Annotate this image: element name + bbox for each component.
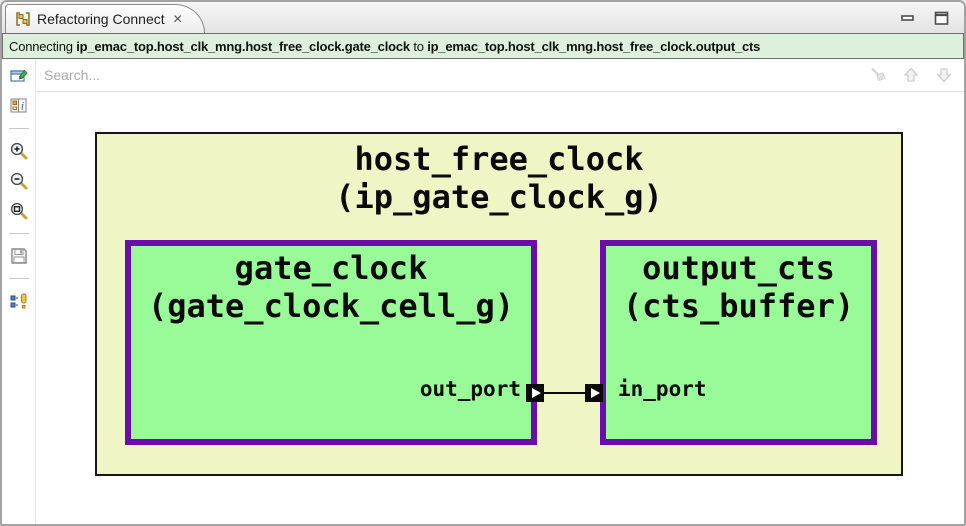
- source-path: ip_emac_top.host_clk_mng.host_free_clock…: [76, 38, 410, 54]
- target-cell-box[interactable]: output_cts (cts_buffer) in_port: [600, 240, 877, 445]
- port-arrow-icon: [531, 388, 541, 398]
- save-icon[interactable]: [7, 244, 31, 268]
- zoom-fit-icon[interactable]: [7, 199, 31, 223]
- close-icon[interactable]: ✕: [172, 12, 183, 26]
- clear-search-icon[interactable]: [865, 63, 891, 87]
- source-cell-box[interactable]: gate_clock (gate_clock_cell_g) out_port: [125, 240, 537, 445]
- minimize-icon[interactable]: [900, 10, 916, 26]
- search-input[interactable]: [36, 67, 865, 83]
- tab-refactoring-connect[interactable]: Refactoring Connect ✕: [5, 4, 205, 33]
- toolbar-separator: [8, 278, 29, 279]
- zoom-out-icon[interactable]: [7, 169, 31, 193]
- out-port-marker[interactable]: [526, 384, 544, 402]
- source-cell-title: gate_clock (gate_clock_cell_g): [131, 249, 531, 325]
- maximize-icon[interactable]: [934, 10, 950, 26]
- new-diagram-icon[interactable]: [7, 64, 31, 88]
- target-path: ip_emac_top.host_clk_mng.host_free_clock…: [427, 38, 761, 54]
- show-connections-icon[interactable]: [7, 289, 31, 313]
- diagram-toolbar: i: [2, 59, 36, 524]
- search-bar: [36, 59, 964, 92]
- target-module-type: (cts_buffer): [622, 287, 855, 325]
- tab-label: Refactoring Connect: [37, 11, 165, 27]
- arrow-down-icon[interactable]: [931, 63, 957, 87]
- in-port-marker[interactable]: [585, 384, 603, 402]
- connection-status-bar: Connecting ip_emac_top.host_clk_mng.host…: [2, 33, 964, 59]
- toolbar-separator: [8, 233, 29, 234]
- port-arrow-icon: [590, 388, 600, 398]
- view-controls: [900, 10, 950, 26]
- in-port-label: in_port: [618, 377, 707, 401]
- zoom-in-icon[interactable]: [7, 139, 31, 163]
- target-instance-name: output_cts: [642, 249, 835, 287]
- status-joiner: to: [413, 38, 424, 54]
- source-module-type: (gate_clock_cell_g): [147, 287, 515, 325]
- status-prefix: Connecting: [9, 38, 73, 54]
- out-port-label: out_port: [419, 377, 521, 401]
- diagram-icon: [15, 11, 31, 27]
- properties-icon[interactable]: i: [7, 94, 31, 118]
- parent-instance-name: host_free_clock: [354, 140, 644, 178]
- source-instance-name: gate_clock: [234, 249, 428, 287]
- target-cell-title: output_cts (cts_buffer): [606, 249, 871, 325]
- tab-bar: Refactoring Connect ✕: [2, 2, 964, 33]
- parent-module-type: (ip_gate_clock_g): [335, 178, 663, 216]
- arrow-up-icon[interactable]: [898, 63, 924, 87]
- parent-module-title: host_free_clock (ip_gate_clock_g): [97, 140, 901, 216]
- svg-text:i: i: [21, 102, 24, 113]
- toolbar-separator: [8, 128, 29, 129]
- connection-wire[interactable]: [544, 392, 586, 394]
